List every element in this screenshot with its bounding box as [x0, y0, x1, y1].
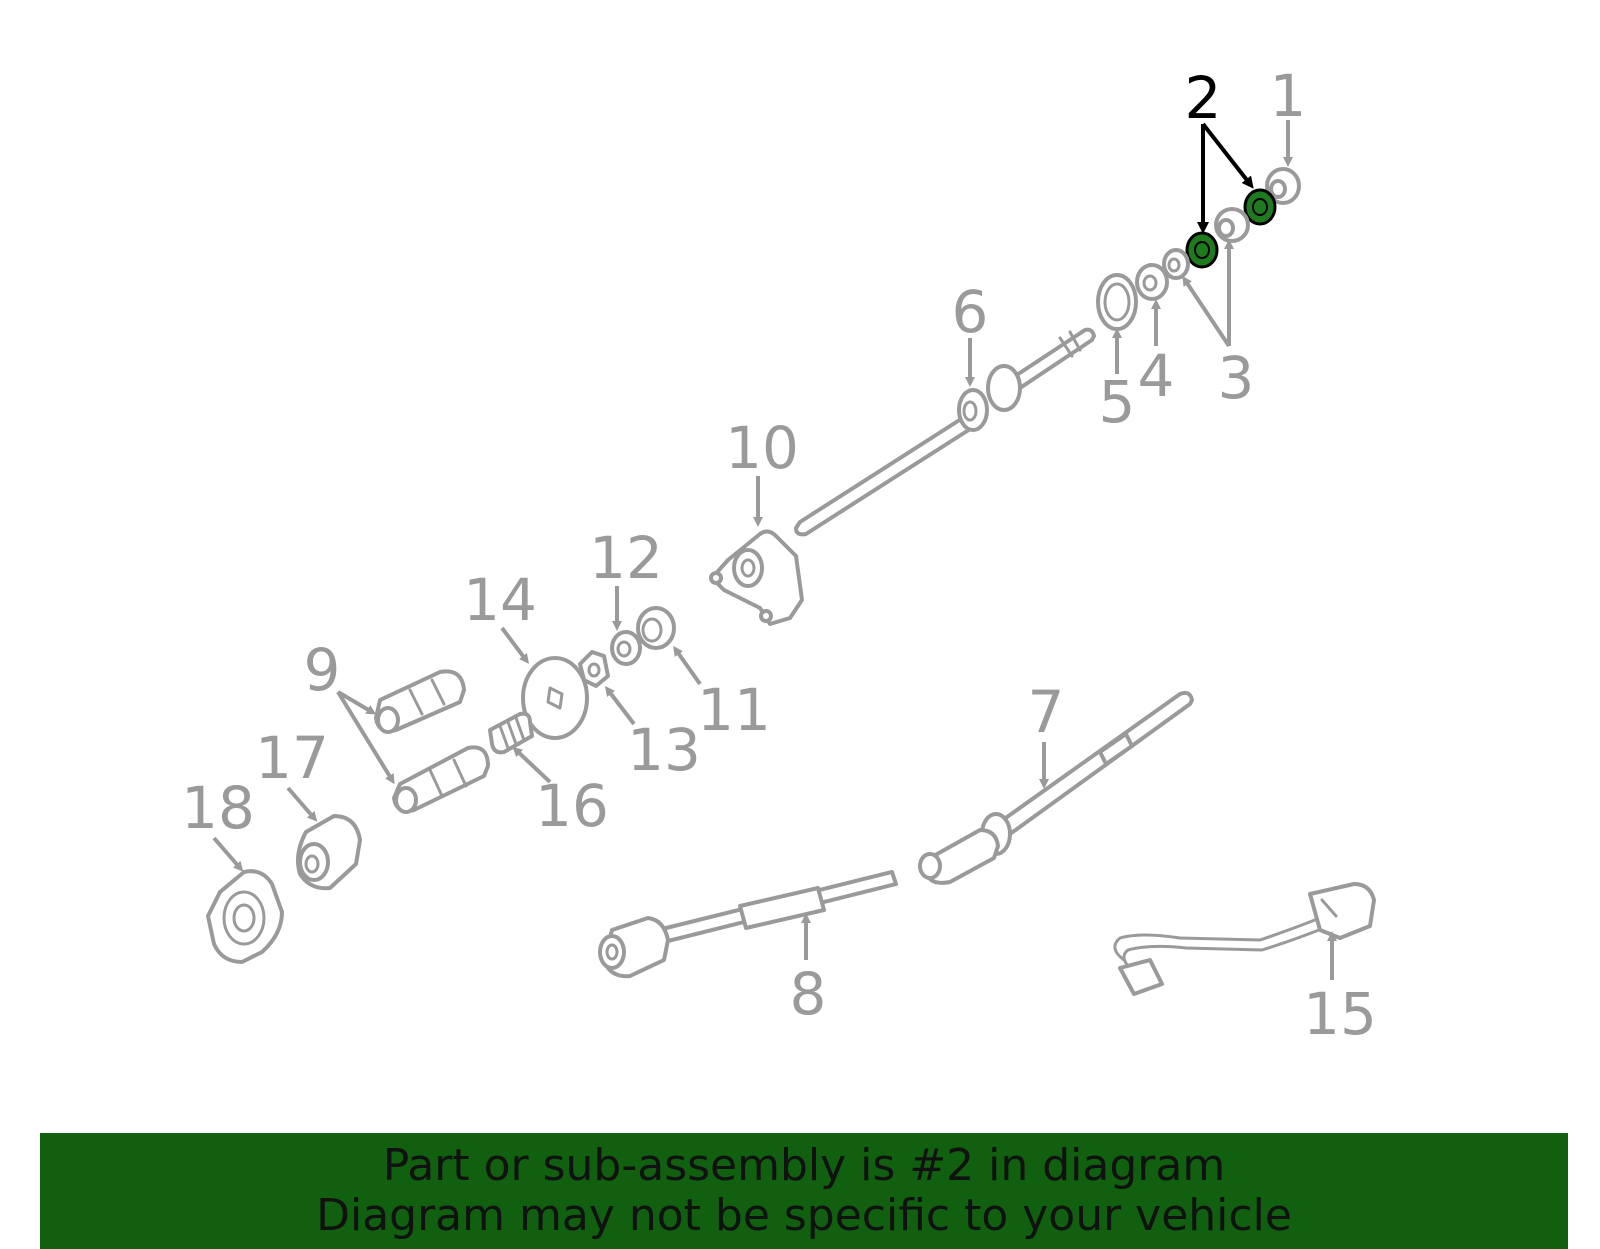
part-10-bracket	[709, 529, 804, 626]
part-1-nut	[1265, 167, 1301, 205]
callout-labels: 1 2 3 4 5 6 7 8 9 10 11 12 13 14 15 16 1…	[181, 62, 1377, 1048]
callout-17: 17	[255, 724, 329, 792]
part-2-ring-upper	[1243, 188, 1277, 226]
callout-3: 3	[1218, 344, 1255, 412]
info-banner: Part or sub-assembly is #2 in diagram Di…	[40, 1133, 1568, 1249]
banner-line-2: Diagram may not be specific to your vehi…	[316, 1190, 1292, 1241]
part-15-harness	[1113, 882, 1376, 996]
part-11-bearing	[636, 606, 676, 650]
callout-9: 9	[304, 636, 341, 704]
callout-7: 7	[1028, 678, 1065, 746]
callout-14: 14	[463, 566, 537, 634]
callout-10: 10	[725, 414, 799, 482]
callout-5: 5	[1099, 368, 1136, 436]
callout-11: 11	[697, 676, 771, 744]
part-18-cover	[206, 869, 284, 964]
callout-18: 18	[181, 774, 255, 842]
part-17-boot	[296, 814, 362, 891]
leader-lines	[212, 120, 1337, 980]
part-12-washer	[610, 630, 642, 666]
part-5-seal	[1096, 273, 1138, 331]
callout-16: 16	[535, 772, 609, 840]
part-16-spring	[488, 711, 534, 755]
callout-12: 12	[589, 524, 663, 592]
part-6-upper-shaft	[794, 327, 1096, 537]
callout-6: 6	[952, 278, 989, 346]
part-3-bearing-upper	[1214, 207, 1250, 243]
callout-13: 13	[627, 716, 701, 784]
part-9-joint-upper	[374, 669, 466, 734]
part-7-intermediate-shaft	[918, 690, 1194, 885]
part-3-bearing-lower	[1162, 248, 1190, 280]
callout-4: 4	[1138, 342, 1175, 410]
part-4-washer	[1135, 263, 1169, 301]
banner-line-1: Part or sub-assembly is #2 in diagram	[382, 1140, 1226, 1191]
callout-2: 2	[1185, 64, 1222, 132]
part-9-joint-lower	[392, 745, 490, 814]
part-2-ring-lower	[1185, 231, 1219, 269]
callout-1: 1	[1270, 62, 1307, 130]
part-14-disc	[521, 656, 589, 740]
callout-8: 8	[790, 960, 827, 1028]
callout-15: 15	[1303, 980, 1377, 1048]
part-8-lower-shaft	[598, 870, 898, 979]
